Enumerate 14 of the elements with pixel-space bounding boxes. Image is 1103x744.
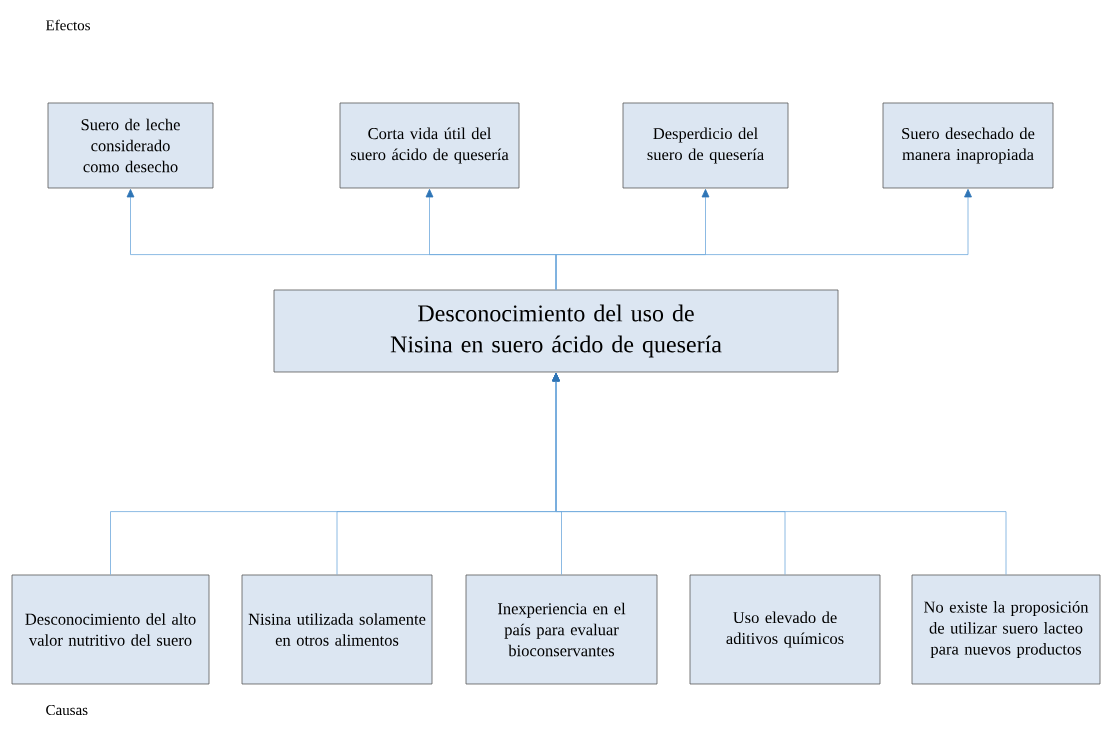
section-label: Efectos: [46, 19, 90, 31]
cause-box: No existe la proposición de utilizar suero lacteo para nuevos productos: [911, 574, 1101, 685]
effect-box: Suero de leche considerado como desecho: [47, 102, 214, 189]
cause-box: Desconocimiento del alto valor nutritivo del suero: [11, 574, 210, 685]
arrow: [552, 373, 1007, 575]
effect-box: Desperdicio del suero de quesería: [622, 102, 789, 189]
problem-box: Desconocimiento del uso de Nisina en suero ácido de quesería: [273, 289, 839, 373]
cause-box: Nisina utilizada solamente en otros alimentos: [241, 574, 433, 685]
cause-box: Inexperiencia en el país para evaluar bioconservantes: [465, 574, 658, 685]
effect-box: Suero desechado de manera inapropiada: [882, 102, 1054, 189]
effect-box: Corta vida útil del suero ácido de quesería: [339, 102, 520, 189]
cause-box: Uso elevado de aditivos químicos: [689, 574, 881, 685]
section-label: Causas: [46, 704, 88, 716]
arrow: [555, 189, 972, 290]
